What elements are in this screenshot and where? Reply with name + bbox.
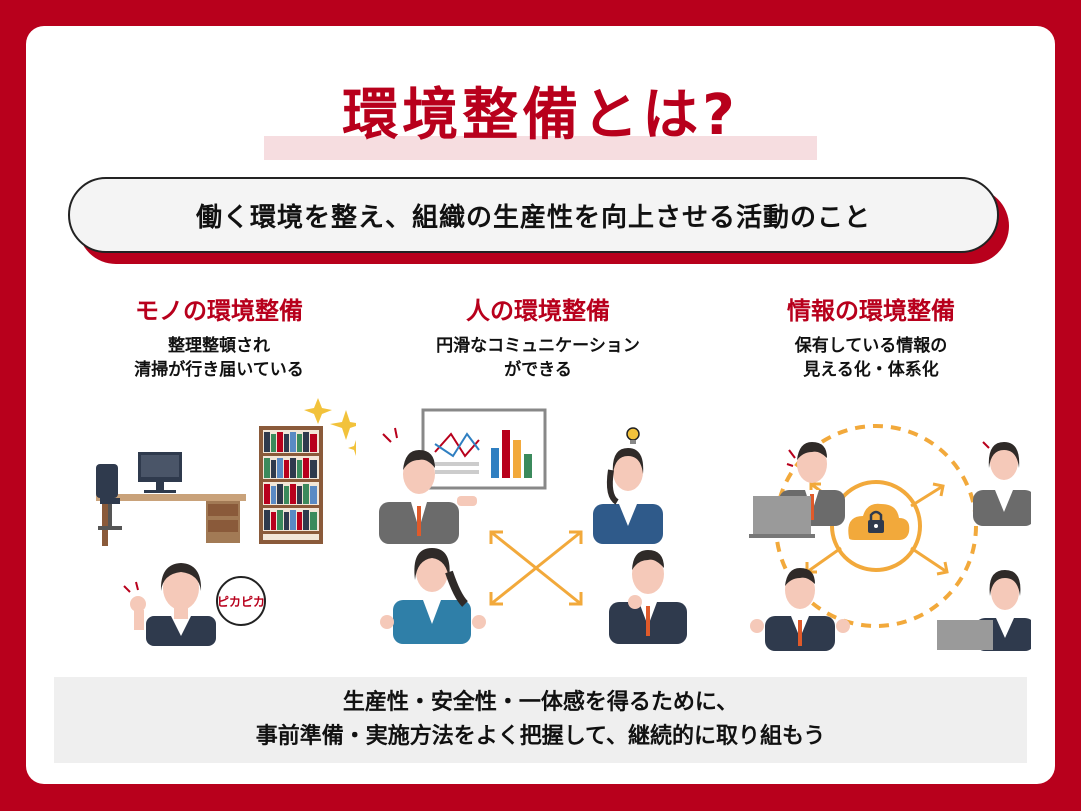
column-people-title: 人の環境整備 xyxy=(466,297,610,325)
main-card: 環境整備とは? 働く環境を整え、組織の生産性を向上させる活動のこと モノの環境整… xyxy=(26,26,1055,784)
definition-banner: 働く環境を整え、組織の生産性を向上させる活動のこと xyxy=(68,177,999,253)
communication-arrows xyxy=(489,530,583,606)
column-info-desc: 保有している情報の 見える化・体系化 xyxy=(794,336,948,380)
man-shrugging xyxy=(750,568,850,651)
column-things-desc: 整理整頓され 清掃が行き届いている xyxy=(134,336,304,380)
footer-line2: 事前準備・実施方法をよく把握して、継続的に取り組もう xyxy=(255,724,826,749)
man-on-phone xyxy=(749,442,845,538)
page-title: 環境整備とは? xyxy=(342,83,739,148)
man-thinking xyxy=(609,550,687,644)
footer-line1: 生産性・安全性・一体感を得るために、 xyxy=(342,690,739,715)
title-area: 環境整備とは? xyxy=(26,78,1055,160)
sparkle-icon xyxy=(304,398,356,456)
column-things: モノの環境整備 整理整頓され 清掃が行き届いている xyxy=(64,294,374,382)
woman-top-right xyxy=(973,441,1031,526)
information-illustration xyxy=(749,424,1031,651)
laptop-icon xyxy=(749,496,815,538)
column-info: 情報の環境整備 保有している情報の 見える化・体系化 xyxy=(716,294,1026,382)
column-people: 人の環境整備 円滑なコミュニケーション ができる xyxy=(383,294,693,382)
column-things-title: モノの環境整備 xyxy=(135,297,303,325)
laptop-icon xyxy=(937,620,993,650)
speech-bubble: ピカピカ xyxy=(216,576,266,626)
footer-message: 生産性・安全性・一体感を得るために、 事前準備・実施方法をよく把握して、継続的に… xyxy=(54,677,1027,763)
chart-icon xyxy=(421,408,547,490)
tidy-office-illustration: ピカピカ xyxy=(96,398,356,646)
speech-bubble-text: ピカピカ xyxy=(217,595,265,609)
woman-shrugging xyxy=(380,548,486,644)
title-highlight xyxy=(264,136,817,160)
info-arrows xyxy=(805,482,949,576)
lightbulb-icon xyxy=(626,427,640,444)
column-info-title: 情報の環境整備 xyxy=(787,297,955,325)
communication-illustration xyxy=(379,408,687,644)
bookshelf xyxy=(259,426,323,544)
man-presenting xyxy=(379,427,477,544)
woman-listening xyxy=(593,427,663,544)
woman-with-laptop xyxy=(937,570,1031,651)
column-people-desc: 円滑なコミュニケーション ができる xyxy=(436,336,640,380)
desk-with-computer xyxy=(96,452,246,546)
lock-icon xyxy=(868,510,884,533)
woman-ok-gesture xyxy=(123,563,216,646)
